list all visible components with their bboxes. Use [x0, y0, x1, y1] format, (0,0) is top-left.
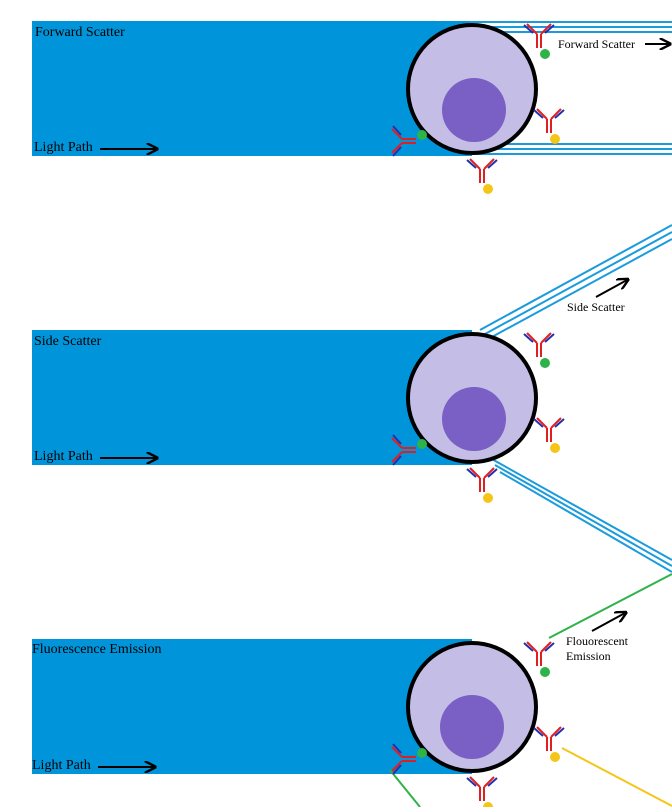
- light-path-label: Light Path: [32, 758, 91, 773]
- fluorophore: [483, 802, 493, 807]
- light-path-label: Light Path: [34, 449, 93, 464]
- forward-scatter-annotation: Forward Scatter: [558, 37, 635, 51]
- antibody: [533, 417, 565, 453]
- fluorophore: [483, 184, 493, 194]
- antibody: [523, 641, 555, 677]
- fluorophore: [550, 443, 560, 453]
- fluorophore: [540, 667, 550, 677]
- side-scatter-arrow: [595, 280, 627, 298]
- antibody: [466, 467, 498, 503]
- green-emission-ray: [548, 573, 672, 639]
- fluorophore: [550, 134, 560, 144]
- annotation-line: Emission: [566, 649, 611, 663]
- antibody: [523, 23, 555, 59]
- green-emission-ray-lower: [389, 769, 421, 807]
- side-scatter-rays-up: [479, 224, 672, 339]
- cell-nucleus: [442, 387, 506, 451]
- panel-title: Side Scatter: [34, 334, 102, 349]
- antibody: [391, 125, 427, 157]
- light-path-label: Light Path: [34, 140, 93, 155]
- cell: [406, 641, 538, 773]
- antibody: [533, 108, 565, 144]
- antibody: [391, 743, 427, 775]
- side-scatter-annotation: Side Scatter: [567, 300, 625, 314]
- fluorescent-emission-arrow: [591, 613, 625, 632]
- cell: [406, 332, 538, 464]
- antibody: [466, 776, 498, 807]
- fluorophore: [417, 748, 427, 758]
- yellow-emission-ray: [561, 747, 672, 807]
- fluorophore: [483, 493, 493, 503]
- panel-fluorescence-emission: [32, 573, 672, 807]
- antibody: [533, 726, 565, 762]
- antibody: [391, 434, 427, 466]
- fluorescent-emission-annotation: Flouorescent Emission: [566, 634, 628, 664]
- cell-nucleus: [440, 695, 504, 759]
- panel-title: Forward Scatter: [35, 25, 125, 40]
- light-beam: [32, 330, 472, 465]
- antibody: [523, 332, 555, 368]
- annotation-line: Flouorescent: [566, 634, 628, 648]
- panel-forward-scatter: [32, 21, 672, 194]
- light-beam: [32, 21, 472, 156]
- cell: [406, 23, 538, 155]
- light-beam: [32, 639, 472, 774]
- fluorophore: [550, 752, 560, 762]
- panel-side-scatter: [32, 224, 672, 573]
- antibody: [466, 158, 498, 194]
- cell-nucleus: [442, 78, 506, 142]
- side-scatter-rays-down: [489, 457, 672, 573]
- fluorophore: [417, 130, 427, 140]
- fluorophore: [540, 358, 550, 368]
- fluorophore: [417, 439, 427, 449]
- panel-title: Fluorescence Emission: [32, 642, 162, 657]
- fluorophore: [540, 49, 550, 59]
